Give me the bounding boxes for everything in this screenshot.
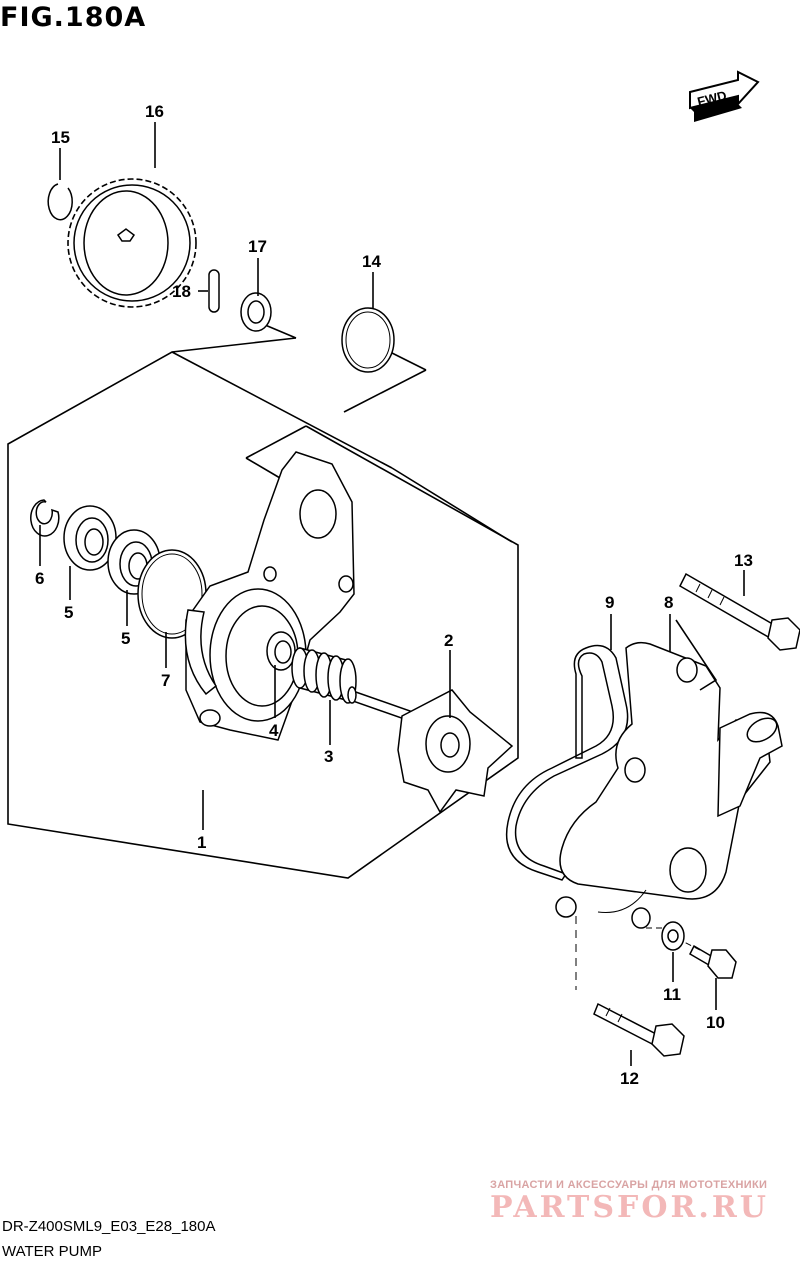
callout-13: 13 [734,551,753,570]
washer-part-11 [661,921,685,951]
callout-9: 9 [605,593,614,612]
mechanical-seal-part-3 [291,647,357,704]
callout-7: 7 [161,671,170,690]
callout-11: 11 [663,985,681,1004]
callout-4: 4 [269,721,279,740]
callout-2: 2 [444,631,453,650]
callout-12: 12 [620,1069,639,1088]
seal-part-4 [266,631,296,671]
sprocket-gear-part-16 [67,178,197,308]
callout-labels: 15 16 17 18 14 6 5 5 7 4 3 2 1 9 8 13 11… [35,102,753,1088]
bolt-part-13 [679,572,800,651]
watermark-tagline: ЗАПЧАСТИ И АКСЕССУАРЫ ДЛЯ МОТОТЕХНИКИ [490,1179,768,1191]
o-ring-part-14 [341,307,395,373]
fwd-arrow-icon: FWD [689,70,760,122]
circlip-part-6 [30,499,60,537]
washer-part-17 [240,292,272,332]
callout-16: 16 [145,102,164,121]
callout-3: 3 [324,747,333,766]
bolt-part-10 [689,944,737,979]
fwd-label: FWD [696,88,728,110]
callout-8: 8 [664,593,673,612]
callout-5a: 5 [64,603,73,622]
gasket-part-9 [505,644,629,881]
pin-part-18 [208,269,220,313]
callout-1: 1 [197,833,206,852]
callout-18: 18 [172,282,191,301]
callout-15: 15 [51,128,70,147]
callout-10: 10 [706,1013,725,1032]
leader-lines [39,122,745,1066]
callout-17: 17 [248,237,267,256]
callout-5b: 5 [121,629,130,648]
assembly-frame [7,321,519,879]
figure-title: FIG.180A [0,2,147,33]
callout-6: 6 [35,569,44,588]
figure-subtitle: WATER PUMP [2,1243,102,1260]
figure-code: DR-Z400SML9_E03_E28_180A [2,1218,216,1235]
impeller-part-2 [347,686,514,814]
watermark-logo: PARTSFOR.RU [490,1190,769,1225]
circlip-part-15 [47,183,73,221]
bearing-part-5-front [63,505,117,571]
pump-cover-part-8 [555,641,783,929]
bolt-part-12 [593,1002,685,1057]
pump-housing [184,451,355,741]
callout-14: 14 [362,252,381,271]
